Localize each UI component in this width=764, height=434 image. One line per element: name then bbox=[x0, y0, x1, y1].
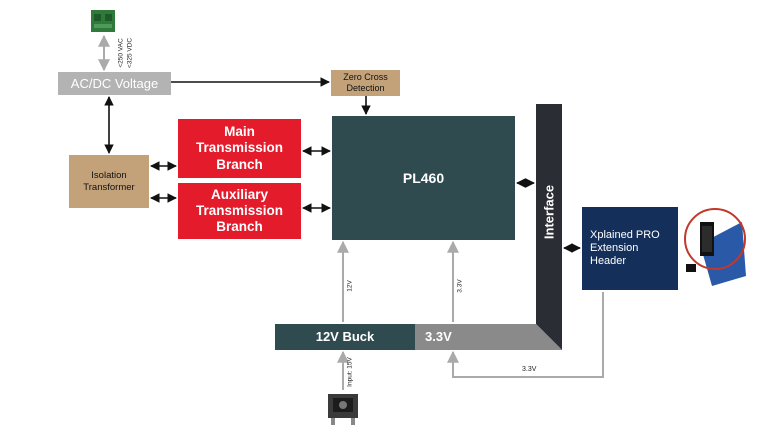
aux-line-2: Transmission bbox=[195, 202, 284, 218]
xpl-line-2: Extension bbox=[590, 241, 639, 254]
interface-bar bbox=[536, 104, 562, 350]
xplained-header-block: Xplained PRO Extension Header bbox=[582, 207, 678, 290]
zero-cross-line-1: Zero Cross bbox=[343, 72, 388, 83]
v33-bottom-label: 3.3V bbox=[522, 366, 537, 373]
header-connector-icon bbox=[684, 208, 746, 286]
xplained-v33-line bbox=[447, 292, 604, 378]
auxiliary-transmission-branch-block: Auxiliary Transmission Branch bbox=[178, 183, 301, 239]
pl460-label: PL460 bbox=[402, 169, 445, 186]
buck-label: 12V Buck bbox=[315, 329, 375, 345]
main-line-3: Branch bbox=[216, 156, 263, 172]
zero-cross-block: Zero Cross Detection bbox=[331, 70, 400, 96]
dc-jack-icon bbox=[328, 394, 358, 425]
main-transmission-branch-block: Main Transmission Branch bbox=[178, 119, 301, 178]
aux-line-1: Auxiliary bbox=[210, 186, 268, 202]
iso-line-2: Transformer bbox=[83, 181, 135, 193]
xpl-line-1: Xplained PRO bbox=[590, 228, 660, 241]
terminal-block-icon bbox=[91, 10, 115, 32]
buck-12v-block: 12V Buck bbox=[275, 324, 415, 350]
v33-block: 3.3V bbox=[415, 324, 535, 350]
zero-cross-line-2: Detection bbox=[346, 83, 385, 93]
main-line-1: Main bbox=[224, 124, 255, 140]
acdc-voltage-block: AC/DC Voltage bbox=[58, 72, 171, 95]
v33-label: 3.3V bbox=[425, 329, 452, 345]
xpl-line-3: Header bbox=[590, 255, 627, 268]
main-line-2: Transmission bbox=[195, 140, 284, 156]
acdc-label: AC/DC Voltage bbox=[70, 75, 159, 91]
isolation-transformer-block: Isolation Transformer bbox=[69, 155, 149, 208]
interface-corner bbox=[535, 324, 562, 350]
pl460-block: PL460 bbox=[332, 116, 515, 240]
aux-line-3: Branch bbox=[216, 219, 263, 235]
iso-line-1: Isolation bbox=[91, 170, 127, 182]
